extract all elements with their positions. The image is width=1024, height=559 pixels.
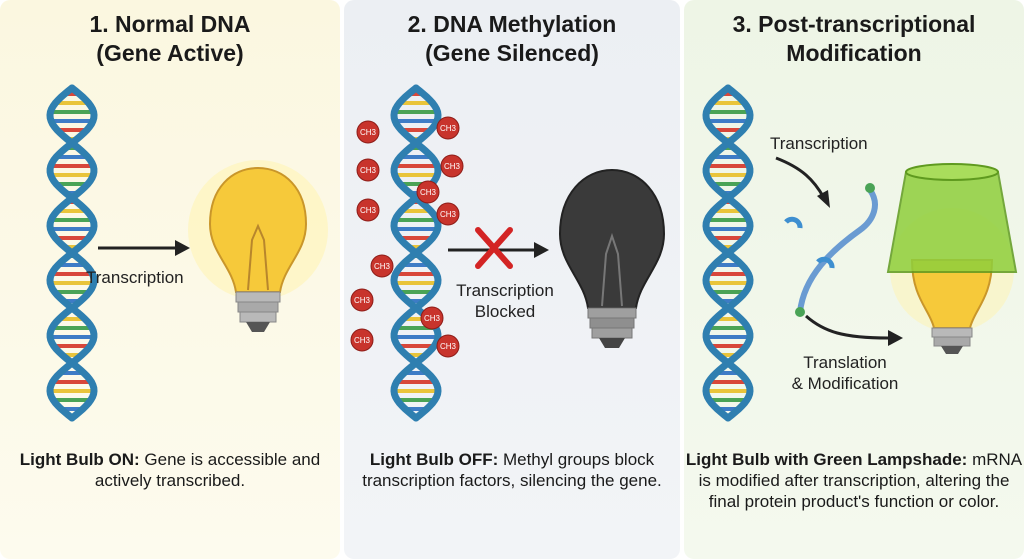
methyl-group: CH3 [370,254,394,278]
title-line-2: (Gene Active) [96,40,244,66]
methyl-label: CH3 [360,206,377,215]
blocked-label: Transcription Blocked [440,280,570,322]
light-bulb-with-shade [886,163,1018,354]
dna-helix [46,84,98,422]
title-line-2: Modification [786,40,922,66]
caption-bold: Light Bulb with Green Lampshade: [685,450,968,469]
panel-3-artwork [702,84,1018,422]
methyl-label: CH3 [424,314,441,323]
methyl-label: CH3 [440,124,457,133]
translation-label-line-1: Translation [803,353,887,372]
title-line-1: 2. DNA Methylation [407,11,617,37]
transcription-label: Transcription [86,268,184,287]
dna-backbone [46,84,98,422]
methyl-label: CH3 [360,128,377,137]
block-x-icon [475,227,513,269]
methyl-group: CH3 [436,334,460,358]
translation-label-line-2: & Modification [791,374,899,393]
methyl-group: CH3 [440,154,464,178]
panel-title: 2. DNA Methylation (Gene Silenced) [344,10,680,68]
methyl-label: CH3 [420,188,437,197]
dna-backbone [390,84,442,422]
caption-bold: Light Bulb OFF: [369,450,499,469]
dna-helix [390,84,442,422]
methyl-group: CH3 [436,202,460,226]
dna-backbone [702,84,754,422]
panel-1-artwork [46,84,328,422]
dna-helix [702,84,754,422]
title-line-2: (Gene Silenced) [425,40,599,66]
panel-caption: Light Bulb ON: Gene is accessible and ac… [0,449,340,491]
methyl-label: CH3 [354,296,371,305]
methyl-label: CH3 [440,210,457,219]
transcription-label: Transcription [770,134,868,153]
methyl-group: CH3 [356,120,380,144]
methyl-label: CH3 [360,166,377,175]
caption-text: mRNA is modified after transcription, al… [698,450,1023,511]
blocked-label-line-1: Transcription [456,281,554,300]
methyl-group: CH3 [416,180,440,204]
panel-title: 1. Normal DNA (Gene Active) [0,10,340,68]
methyl-label: CH3 [440,342,457,351]
methyl-group: CH3 [420,306,444,330]
panel-caption: Light Bulb with Green Lampshade: mRNA is… [684,449,1024,512]
light-bulb-off [558,168,666,348]
translation-arrow-curved [805,314,903,346]
panel-normal-dna: 1. Normal DNA (Gene Active) Transcriptio… [0,0,340,559]
methyl-group: CH3 [350,328,374,352]
blocked-label-line-2: Blocked [474,302,536,321]
panel-post-transcriptional: 3. Post-transcriptional Modification [684,0,1024,559]
methyl-group: CH3 [436,116,460,140]
transcription-arrow [98,240,190,256]
caption-text: Methyl groups block transcription factor… [362,450,662,490]
caption-bold: Light Bulb ON: [19,450,140,469]
methyl-label: CH3 [444,162,461,171]
title-line-1: 3. Post-transcriptional [732,11,976,37]
mrna-strand [784,183,878,317]
methyl-label: CH3 [374,262,391,271]
caption-text: Gene is accessible and actively transcri… [94,450,321,490]
transcription-arrow-curved [775,156,830,208]
methyl-group: CH3 [356,158,380,182]
translation-label: Translation & Modification [778,352,912,394]
methyl-label: CH3 [354,336,371,345]
panel-title: 3. Post-transcriptional Modification [684,10,1024,68]
title-line-1: 1. Normal DNA [89,11,251,37]
light-bulb-on [188,160,328,332]
methyl-group: CH3 [356,198,380,222]
panel-caption: Light Bulb OFF: Methyl groups block tran… [344,449,680,491]
methyl-group: CH3 [350,288,374,312]
